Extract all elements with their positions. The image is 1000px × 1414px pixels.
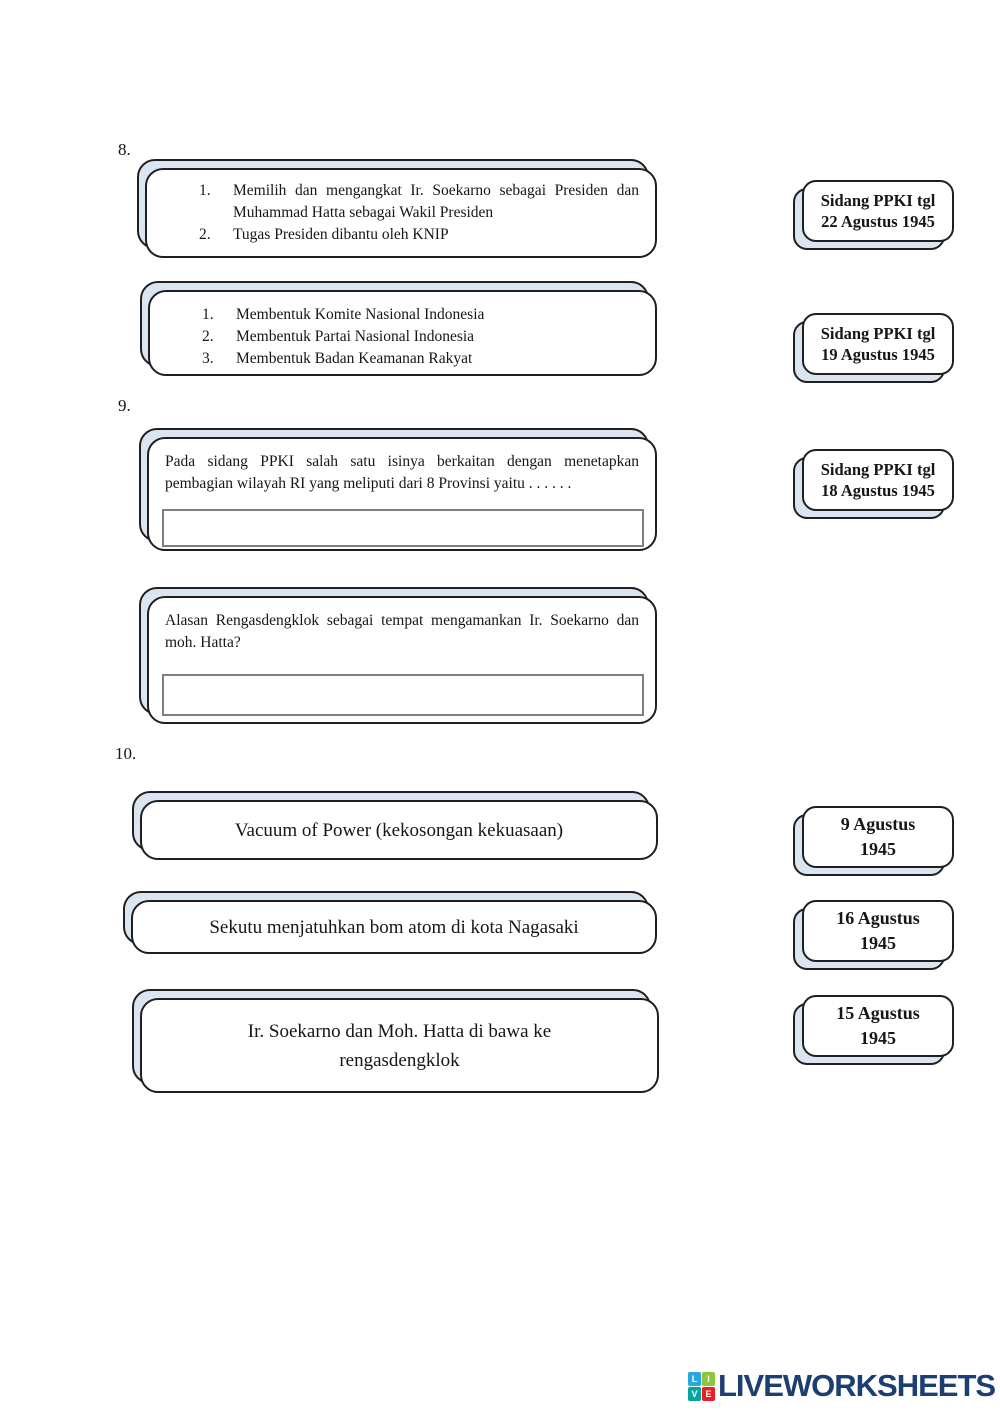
logo-square-e: E [702, 1386, 715, 1401]
question-number-10: 10. [115, 744, 137, 763]
list-item-number: 1. [202, 306, 214, 323]
answer-line: 19 Agustus 1945 [821, 345, 935, 364]
logo-square-v: V [688, 1386, 701, 1401]
answer-card-front: 9 Agustus 1945 [802, 806, 954, 868]
event-card-soekarno-hatta[interactable]: Ir. Soekarno dan Moh. Hatta di bawa ke r… [140, 998, 659, 1093]
answer-line: Sidang PPKI tgl [820, 324, 936, 343]
event-text: Ir. Soekarno dan Moh. Hatta di bawa ke r… [247, 1020, 552, 1071]
statement-card-ppki-appoint[interactable]: 1. Memilih dan mengangkat Ir. Soekarno s… [145, 168, 657, 258]
answer-card-9-agustus[interactable]: 9 Agustus 1945 [802, 806, 954, 868]
question-card-front: Alasan Rengasdengklok sebagai tempat men… [147, 596, 657, 724]
question-text: Alasan Rengasdengklok sebagai tempat men… [165, 612, 639, 651]
list-item-number: 1. [199, 182, 211, 199]
list-item: 1. Membentuk Komite Nasional Indonesia [202, 304, 639, 326]
answer-card-front: Sidang PPKI tgl 19 Agustus 1945 [802, 313, 954, 375]
answer-line: 16 Agustus [836, 908, 920, 928]
statement-card-ppki-committees[interactable]: 1. Membentuk Komite Nasional Indonesia 2… [148, 290, 657, 376]
event-card-vacuum-of-power[interactable]: Vacuum of Power (kekosongan kekuasaan) [140, 800, 658, 860]
answer-line: 15 Agustus [836, 1003, 920, 1023]
event-text: Vacuum of Power (kekosongan kekuasaan) [234, 819, 564, 841]
list-item-text: Membentuk Komite Nasional Indonesia [236, 306, 485, 323]
answer-card-sidang-18-agustus[interactable]: Sidang PPKI tgl 18 Agustus 1945 [802, 449, 954, 511]
statement-card-front: 1. Memilih dan mengangkat Ir. Soekarno s… [145, 168, 657, 258]
question-card-provinces[interactable]: Pada sidang PPKI salah satu isinya berka… [147, 437, 657, 551]
answer-card-15-agustus[interactable]: 15 Agustus 1945 [802, 995, 954, 1057]
question-number-9: 9. [118, 396, 131, 415]
answer-card-16-agustus[interactable]: 16 Agustus 1945 [802, 900, 954, 962]
answer-card-front: Sidang PPKI tgl 18 Agustus 1945 [802, 449, 954, 511]
answer-line: 18 Agustus 1945 [821, 481, 935, 500]
list-item-text: Tugas Presiden dibantu oleh KNIP [233, 226, 449, 243]
answer-input-provinces[interactable] [162, 509, 644, 547]
list-item: 1. Memilih dan mengangkat Ir. Soekarno s… [199, 180, 639, 224]
answer-line: 9 Agustus [840, 814, 916, 834]
answer-line: 1945 [860, 933, 896, 953]
answer-line: 1945 [860, 1028, 896, 1048]
event-card-nagasaki-bomb[interactable]: Sekutu menjatuhkan bom atom di kota Naga… [131, 900, 657, 954]
liveworksheets-logo: L I V E LIVEWORKSHEETS [688, 1368, 996, 1404]
answer-card-sidang-22-agustus[interactable]: Sidang PPKI tgl 22 Agustus 1945 [802, 180, 954, 242]
list-item-number: 2. [202, 328, 214, 345]
list-item-text: Membentuk Partai Nasional Indonesia [236, 328, 475, 345]
list-item-number: 2. [199, 226, 211, 243]
answer-card-front: 15 Agustus 1945 [802, 995, 954, 1057]
answer-input-rengasdengklok[interactable] [162, 674, 644, 716]
list-item-number: 3. [202, 350, 214, 367]
question-card-rengasdengklok[interactable]: Alasan Rengasdengklok sebagai tempat men… [147, 596, 657, 724]
answer-line: 1945 [860, 839, 896, 859]
list-item-text: Membentuk Badan Keamanan Rakyat [236, 350, 473, 367]
answer-line: Sidang PPKI tgl [820, 191, 936, 210]
event-card-front: Ir. Soekarno dan Moh. Hatta di bawa ke r… [140, 998, 659, 1093]
logo-square-l: L [688, 1371, 701, 1386]
statement-card-front: 1. Membentuk Komite Nasional Indonesia 2… [148, 290, 657, 376]
answer-line: Sidang PPKI tgl [820, 460, 936, 479]
question-card-front: Pada sidang PPKI salah satu isinya berka… [147, 437, 657, 551]
list-item: 3. Membentuk Badan Keamanan Rakyat [202, 348, 639, 370]
list-item: 2. Tugas Presiden dibantu oleh KNIP [199, 224, 639, 246]
liveworksheets-logo-icon: L I V E [688, 1371, 715, 1401]
event-text: Sekutu menjatuhkan bom atom di kota Naga… [209, 916, 579, 938]
answer-card-front: 16 Agustus 1945 [802, 900, 954, 962]
list-item: 2. Membentuk Partai Nasional Indonesia [202, 326, 639, 348]
answer-card-sidang-19-agustus[interactable]: Sidang PPKI tgl 19 Agustus 1945 [802, 313, 954, 375]
list-item-text: Memilih dan mengangkat Ir. Soekarno seba… [233, 182, 639, 221]
event-card-front: Vacuum of Power (kekosongan kekuasaan) [140, 800, 658, 860]
event-card-front: Sekutu menjatuhkan bom atom di kota Naga… [131, 900, 657, 954]
question-text: Pada sidang PPKI salah satu isinya berka… [165, 453, 639, 492]
question-number-8: 8. [118, 140, 131, 159]
answer-card-front: Sidang PPKI tgl 22 Agustus 1945 [802, 180, 954, 242]
liveworksheets-wordmark: LIVEWORKSHEETS [718, 1368, 996, 1403]
answer-line: 22 Agustus 1945 [821, 212, 935, 231]
logo-square-i: I [702, 1371, 715, 1386]
